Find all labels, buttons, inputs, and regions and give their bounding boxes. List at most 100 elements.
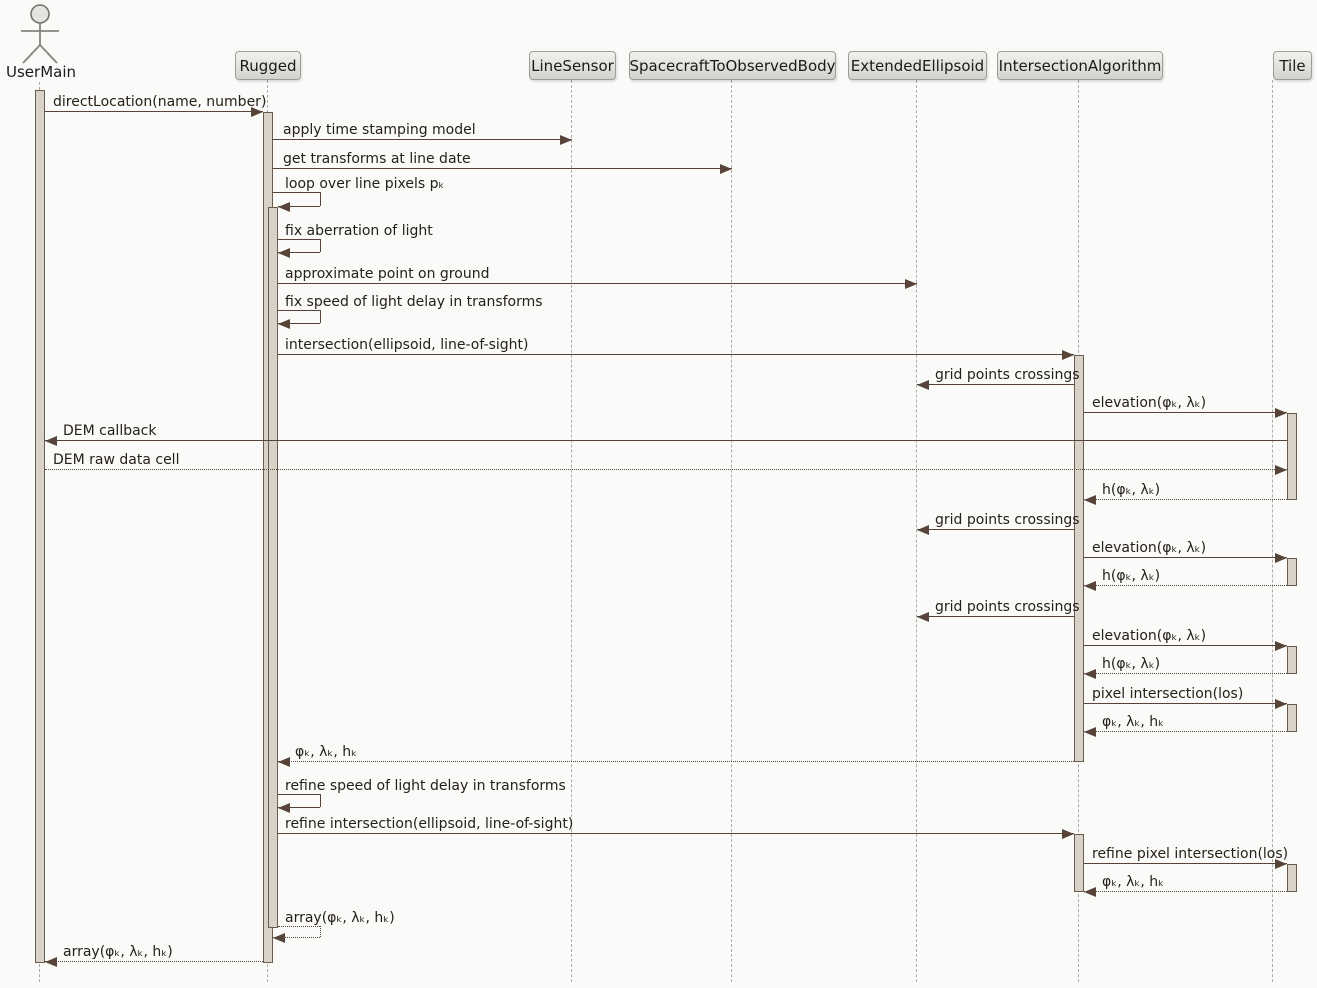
arrowhead-left-icon [1084, 887, 1096, 897]
message-line [1084, 412, 1287, 413]
message-line [320, 239, 321, 252]
message-label: elevation(φₖ, λₖ) [1092, 540, 1207, 556]
message-label: fix aberration of light [285, 223, 433, 239]
arrowhead-right-icon [251, 107, 263, 117]
message-line [278, 926, 320, 927]
lifeline-linesensor [571, 80, 572, 982]
message-line [1084, 863, 1287, 864]
message-line [1084, 891, 1287, 892]
arrowhead-left-icon [45, 436, 57, 446]
message-label: approximate point on ground [285, 266, 490, 282]
arrowhead-left-icon [278, 319, 290, 329]
message-line [273, 937, 320, 938]
arrowhead-right-icon [905, 279, 917, 289]
message-label: loop over line pixels pₖ [285, 176, 445, 192]
message-line [278, 283, 917, 284]
message-label: φₖ, λₖ, hₖ [1102, 714, 1165, 730]
message-line [320, 794, 321, 807]
message-line [1084, 585, 1287, 586]
arrowhead-left-icon [1084, 581, 1096, 591]
activation-usermain [35, 90, 45, 963]
message-line [320, 926, 321, 937]
message-label: h(φₖ, λₖ) [1102, 568, 1161, 584]
arrowhead-right-icon [1275, 859, 1287, 869]
message-line [273, 168, 732, 169]
arrowhead-right-icon [1275, 465, 1287, 475]
message-line [320, 192, 321, 206]
arrowhead-left-icon [917, 612, 929, 622]
message-line [278, 354, 1074, 355]
arrowhead-left-icon [273, 933, 285, 943]
message-line [278, 761, 1074, 762]
message-line [917, 529, 1074, 530]
arrowhead-left-icon [45, 957, 57, 967]
actor-icon [21, 4, 59, 64]
message-label: pixel intersection(los) [1092, 686, 1244, 702]
message-label: φₖ, λₖ, hₖ [1102, 874, 1165, 890]
message-line [1084, 731, 1287, 732]
message-line [278, 323, 320, 324]
message-label: array(φₖ, λₖ, hₖ) [285, 910, 395, 926]
arrowhead-right-icon [720, 164, 732, 174]
arrowhead-left-icon [278, 757, 290, 767]
arrowhead-left-icon [278, 248, 290, 258]
participant-extendedellipsoid: ExtendedEllipsoid [848, 51, 987, 80]
activation-rugged [268, 207, 278, 928]
message-label: directLocation(name, number) [53, 94, 267, 110]
message-line [278, 310, 320, 311]
message-line [1084, 645, 1287, 646]
arrowhead-left-icon [917, 525, 929, 535]
lifeline-spacecrafttoobservedbody [731, 80, 732, 982]
message-label: fix speed of light delay in transforms [285, 294, 543, 310]
message-label: apply time stamping model [283, 122, 476, 138]
message-line [45, 961, 263, 962]
arrowhead-right-icon [1275, 641, 1287, 651]
arrowhead-left-icon [278, 803, 290, 813]
message-label: DEM raw data cell [53, 452, 180, 468]
arrowhead-right-icon [1062, 350, 1074, 360]
message-line [917, 616, 1074, 617]
message-line [1084, 703, 1287, 704]
message-line [278, 794, 320, 795]
activation-tile [1287, 864, 1297, 892]
activation-tile [1287, 704, 1297, 732]
message-line [273, 139, 572, 140]
arrowhead-right-icon [1062, 829, 1074, 839]
message-label: refine intersection(ellipsoid, line-of-s… [285, 816, 574, 832]
actor-label: UserMain [6, 63, 76, 81]
message-label: elevation(φₖ, λₖ) [1092, 395, 1207, 411]
message-line [1084, 557, 1287, 558]
message-label: elevation(φₖ, λₖ) [1092, 628, 1207, 644]
message-label: refine speed of light delay in transform… [285, 778, 566, 794]
message-label: h(φₖ, λₖ) [1102, 482, 1161, 498]
message-line [1084, 673, 1287, 674]
message-line [45, 111, 263, 112]
participant-linesensor: LineSensor [529, 51, 616, 80]
message-label: grid points crossings [935, 512, 1080, 528]
message-line [1084, 499, 1287, 500]
message-label: array(φₖ, λₖ, hₖ) [63, 944, 173, 960]
message-line [45, 440, 1287, 441]
activation-intersectionalgorithm [1074, 355, 1084, 762]
arrowhead-right-icon [1275, 553, 1287, 563]
message-line [278, 239, 320, 240]
message-label: intersection(ellipsoid, line-of-sight) [285, 337, 529, 353]
message-line [278, 206, 320, 207]
message-line [45, 469, 1287, 470]
arrowhead-left-icon [278, 202, 290, 212]
arrowhead-left-icon [1084, 727, 1096, 737]
participant-rugged: Rugged [235, 51, 301, 80]
lifeline-extendedellipsoid [916, 80, 917, 982]
participant-intersectionalgorithm: IntersectionAlgorithm [997, 51, 1163, 80]
message-label: refine pixel intersection(los) [1092, 846, 1289, 862]
message-label: φₖ, λₖ, hₖ [295, 744, 358, 760]
message-label: get transforms at line date [283, 151, 471, 167]
message-line [278, 252, 320, 253]
lifeline-tile [1272, 80, 1273, 982]
arrowhead-right-icon [560, 135, 572, 145]
participant-tile: Tile [1273, 51, 1312, 80]
message-line [917, 384, 1074, 385]
participant-spacecrafttoobservedbody: SpacecraftToObservedBody [629, 51, 836, 80]
activation-tile [1287, 413, 1297, 500]
